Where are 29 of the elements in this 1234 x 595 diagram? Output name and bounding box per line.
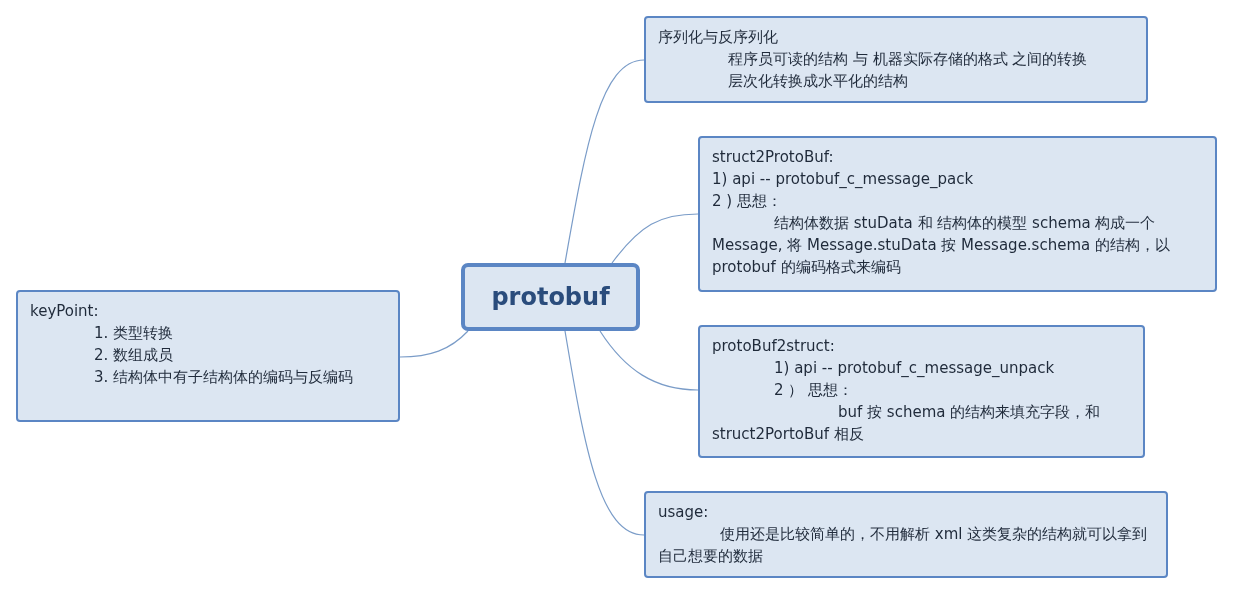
topic-title: protobuf <box>491 286 610 308</box>
heading-text: 序列化与反序列化 <box>658 27 779 48</box>
topic-box <box>16 290 400 422</box>
topic-box <box>698 325 1145 458</box>
body-text: 1. 类型转换 <box>93 323 175 344</box>
body-text: 程序员可读的结构 与 机器实际存储的格式 之间的转换 <box>727 49 1089 70</box>
body-text: 1) api -- protobuf_c_message_unpack <box>773 358 1056 379</box>
central-topic-box <box>461 263 640 331</box>
heading-text: struct2ProtoBuf: <box>712 147 835 168</box>
body-text: 2 ) 思想： <box>712 191 783 212</box>
body-text: 2. 数组成员 <box>93 345 175 366</box>
body-text: 1) api -- protobuf_c_message_pack <box>712 169 975 190</box>
connector-line <box>564 330 645 536</box>
connector-line <box>564 59 645 264</box>
body-text: 层次化转换成水平化的结构 <box>727 71 909 92</box>
connector-line <box>399 330 469 358</box>
heading-text: protoBuf2struct: <box>712 336 836 357</box>
heading-text: usage: <box>658 502 710 523</box>
body-text: 使用还是比较简单的，不用解析 xml 这类复杂的结构就可以拿到自己想要的数据 <box>658 524 1149 567</box>
body-text: 3. 结构体中有子结构体的编码与反编码 <box>93 367 355 388</box>
connector-line <box>599 330 699 391</box>
body-text: 2 ） 思想： <box>773 380 855 401</box>
topic-box <box>644 491 1168 578</box>
body-text: 结构体数据 stuData 和 结构体的模型 schema 构成一个 Message, 将 Message.stuData 按 Message.schema 的结构，以 protobuf 的编码格式来编码 <box>712 213 1171 278</box>
topic-box <box>698 136 1217 292</box>
connector-line <box>611 213 699 264</box>
topic-box <box>644 16 1148 103</box>
heading-text: keyPoint: <box>30 301 100 322</box>
body-text: buf 按 schema 的结构来填充字段，和 struct2PortoBuf 相反 <box>712 402 1102 445</box>
